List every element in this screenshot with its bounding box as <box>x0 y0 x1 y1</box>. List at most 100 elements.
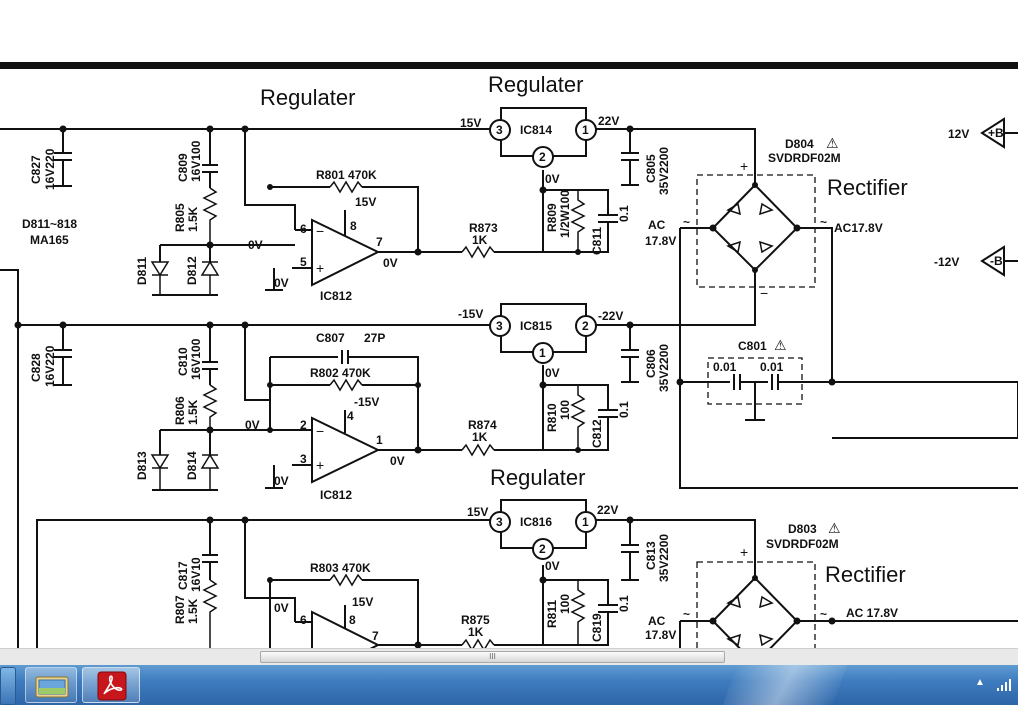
d804-label: D804 <box>785 137 814 151</box>
r809-value: 1/2W100 <box>558 190 572 238</box>
c810-value: 16V100 <box>189 338 203 380</box>
minus-label: − <box>760 285 768 301</box>
c805-label: C805 <box>644 154 658 183</box>
ov-label: 0V <box>274 601 289 615</box>
r802-label: R802 470K <box>310 366 371 380</box>
adobe-reader-taskbar-button[interactable] <box>82 667 140 703</box>
rectifier-label: Rectifier <box>827 175 908 200</box>
regulater-label: Regulater <box>490 465 585 490</box>
scrollbar-grip: III <box>489 652 496 661</box>
plus-label: + <box>740 158 748 174</box>
ov-label: 0V <box>545 366 560 380</box>
conn-b-minus: -B <box>990 254 1003 268</box>
r875-label: R875 <box>461 613 490 627</box>
r811-label: R811 <box>545 600 559 628</box>
r805-label: R805 <box>173 203 187 232</box>
ov-label: 0V <box>274 276 289 290</box>
r873-label: R873 <box>469 221 498 235</box>
folder-icon <box>35 676 69 698</box>
page-border-line <box>0 62 1018 69</box>
c807-label: C807 <box>316 331 345 345</box>
c811-label: C811 <box>590 227 604 255</box>
c805-value: 35V2200 <box>657 147 671 195</box>
r810-label: R810 <box>545 403 559 432</box>
horizontal-scrollbar[interactable]: III <box>0 648 1018 666</box>
pin-4: 4 <box>347 409 354 423</box>
plus-12v-label: 12V <box>948 127 969 141</box>
r875-value: 1K <box>468 625 484 639</box>
d804-part: SVDRDF02M <box>768 151 841 165</box>
power-supply-schematic: Regulater Regulater Regulater Rectifier … <box>0 62 1018 648</box>
vneg15-label: -15V <box>354 395 379 409</box>
c812-label: C812 <box>590 419 604 448</box>
tilde: ~ <box>683 607 690 621</box>
ic812-label: IC812 <box>320 289 352 303</box>
c828-label: C828 <box>29 353 43 382</box>
c828-value: 16V220 <box>43 345 57 387</box>
d812-label: D812 <box>185 256 199 285</box>
ov-label: 0V <box>383 256 398 270</box>
pin-3: 3 <box>300 452 307 466</box>
r810-value: 100 <box>558 400 572 420</box>
pin-5: 5 <box>300 255 307 269</box>
c801-value-a: 0.01 <box>713 360 737 374</box>
ic814-label: IC814 <box>520 123 552 137</box>
regulater-label: Regulater <box>260 85 355 110</box>
ov-label: 0V <box>390 454 405 468</box>
c807-value: 27P <box>364 331 385 345</box>
r801-label: R801 470K <box>316 168 377 182</box>
c813-value: 35V2200 <box>657 534 671 582</box>
adobe-reader-icon <box>97 671 127 701</box>
pdf-document-viewer[interactable]: Regulater Regulater Regulater Rectifier … <box>0 0 1018 648</box>
c817-value: 16V10 <box>189 557 203 592</box>
tilde: ~ <box>683 215 690 229</box>
pin-3: 3 <box>496 123 503 137</box>
c811-value: 0.1 <box>617 205 631 222</box>
show-hidden-icons-arrow[interactable]: ▲ <box>975 677 985 688</box>
plus-input: + <box>316 457 324 473</box>
d803-label: D803 <box>788 522 817 536</box>
pin-8: 8 <box>350 219 357 233</box>
ic816-label: IC816 <box>520 515 552 529</box>
d811-818-label: D811~818 <box>22 217 77 231</box>
r806-label: R806 <box>173 396 187 425</box>
ac-voltage: 17.8V <box>645 628 676 642</box>
start-button[interactable] <box>0 667 16 705</box>
d813-label: D813 <box>135 451 149 480</box>
d814-label: D814 <box>185 451 199 480</box>
c827-label: C827 <box>29 155 43 184</box>
ma165-label: MA165 <box>30 233 69 247</box>
ov-label: 0V <box>245 418 260 432</box>
pin-3: 3 <box>496 319 503 333</box>
warning-icon: ⚠ <box>828 520 841 536</box>
pin-2: 2 <box>582 319 589 333</box>
r874-label: R874 <box>468 418 497 432</box>
r807-value: 1.5K <box>186 598 200 624</box>
pin-2: 2 <box>539 542 546 556</box>
conn-b-plus: +B <box>988 126 1004 140</box>
minus-12v-label: -12V <box>934 255 959 269</box>
pin-3: 3 <box>496 515 503 529</box>
warning-icon: ⚠ <box>774 337 787 353</box>
network-signal-icon[interactable] <box>996 678 1012 692</box>
c819-value: 0.1 <box>617 595 631 612</box>
c806-value: 35V2200 <box>657 344 671 392</box>
ac-right-label: AC 17.8V <box>846 606 898 620</box>
c827-value: 16V220 <box>43 148 57 190</box>
vneg15-in-label: -15V <box>458 307 483 321</box>
section-third-regulator <box>36 499 1018 648</box>
ov-label: 0V <box>248 238 263 252</box>
windows-explorer-taskbar-button[interactable] <box>25 667 77 703</box>
scrollbar-thumb[interactable]: III <box>260 651 725 663</box>
v15-in-label: 15V <box>460 116 481 130</box>
ov-label: 0V <box>274 474 289 488</box>
pin-2: 2 <box>300 418 307 432</box>
pin-1: 1 <box>582 515 589 529</box>
c819-label: C819 <box>590 613 604 642</box>
r803-label: R803 470K <box>310 561 371 575</box>
ac-voltage: 17.8V <box>645 234 676 248</box>
v15-in-label: 15V <box>467 505 488 519</box>
c806-label: C806 <box>644 349 658 378</box>
r806-value: 1.5K <box>186 399 200 425</box>
v15-label: 15V <box>352 595 373 609</box>
